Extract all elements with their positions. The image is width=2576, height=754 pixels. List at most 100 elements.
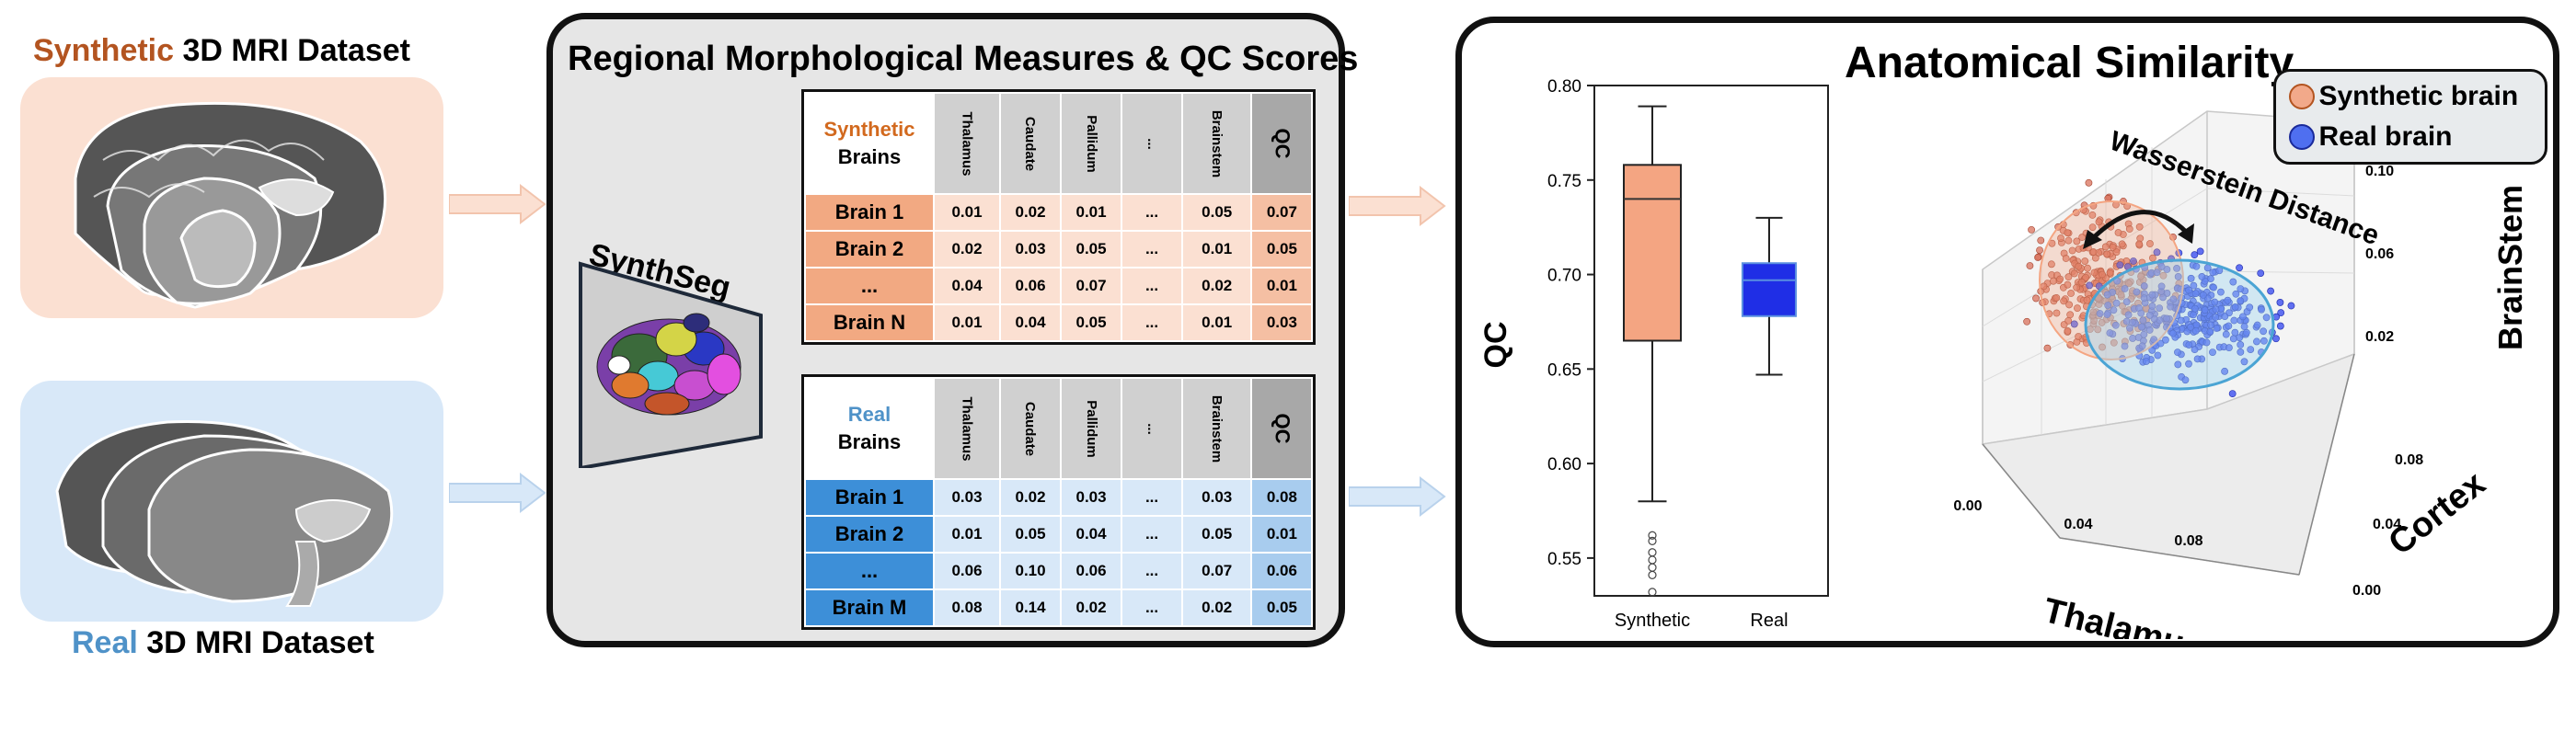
- synthetic-brain-slices-illustration: [74, 101, 387, 309]
- qc-cell: 0.05: [1250, 230, 1314, 268]
- table-cell: 0.01: [932, 193, 1002, 232]
- table-cell: 0.01: [1060, 193, 1123, 232]
- real-distribution-ellipse: [2084, 258, 2275, 391]
- real-point: [2207, 321, 2215, 329]
- row-label: Brain N: [804, 303, 935, 342]
- table-row: Brain 1 0.01 0.02 0.01 ... 0.05 0.07: [804, 193, 1314, 232]
- x-tick-label: 0.08: [2174, 533, 2202, 549]
- wasserstein-arrow: [2090, 210, 2189, 241]
- real-point: [2154, 351, 2162, 360]
- synthetic-point: [2065, 301, 2073, 309]
- table-header-cell: Synthetic Brains: [804, 92, 935, 195]
- synthetic-point: [2081, 257, 2089, 265]
- real-point: [2236, 264, 2243, 272]
- table-cell: ...: [1121, 552, 1184, 590]
- table-cell: 0.05: [1060, 230, 1123, 268]
- y-tick-label: 0.04: [2373, 517, 2401, 532]
- column-header: Thalamus: [932, 377, 1002, 480]
- synthetic-point: [2057, 234, 2064, 242]
- x-tick-label: Synthetic: [1615, 611, 1690, 631]
- synthetic-point: [2098, 319, 2106, 326]
- real-point: [2237, 285, 2245, 293]
- y-tick-label: 0.08: [2395, 452, 2423, 468]
- real-point: [2257, 269, 2265, 278]
- table-cell: 0.01: [932, 515, 1002, 554]
- morphology-panel: Regional Morphological Measures & QC Sco…: [546, 13, 1358, 647]
- synthetic-point: [2068, 246, 2076, 255]
- x-axis-label: Thalamus: [2040, 591, 2207, 639]
- synthetic-point: [2050, 277, 2057, 285]
- outlier-point: [1648, 548, 1657, 557]
- real-point-cloud: [2070, 247, 2295, 398]
- real-point: [2110, 306, 2118, 314]
- real-dataset-title: Real 3D MRI Dataset: [72, 625, 374, 661]
- table-cell: 0.05: [1181, 515, 1253, 554]
- y-tick-label: 0.75: [1547, 172, 1581, 191]
- table-kind-rest: Brains: [837, 430, 902, 453]
- real-point: [2225, 322, 2233, 330]
- synthetic-point: [2082, 273, 2089, 281]
- table-cell: 0.06: [1060, 552, 1123, 590]
- synthetic-point: [2073, 237, 2081, 246]
- table-cell: 0.06: [932, 552, 1002, 590]
- table-cell: 0.02: [932, 230, 1002, 268]
- real-point: [2209, 348, 2216, 357]
- synthetic-point: [2146, 240, 2154, 247]
- real-point: [2137, 323, 2145, 331]
- real-point: [2222, 330, 2230, 338]
- real-point: [2230, 316, 2238, 325]
- table-cell: ...: [1121, 515, 1184, 554]
- real-point: [2167, 303, 2174, 311]
- qc-cell: 0.01: [1250, 515, 1314, 554]
- real-to-similarity-arrow: [1348, 475, 1450, 521]
- x-tick-label: 0.04: [2064, 517, 2092, 532]
- table-cell: 0.05: [999, 515, 1063, 554]
- synthseg-segmentation-illustration: [579, 261, 763, 468]
- row-label: ...: [804, 552, 935, 590]
- table-row: Brain 1 0.03 0.02 0.03 ... 0.03 0.08: [804, 478, 1314, 517]
- legend-item-real: Real brain: [2289, 121, 2453, 153]
- real-point: [2122, 298, 2131, 306]
- qc-cell: 0.05: [1250, 588, 1314, 627]
- row-label: Brain 1: [804, 478, 935, 517]
- real-point: [2232, 290, 2240, 298]
- synthetic-point: [2090, 268, 2099, 277]
- real-point: [2070, 320, 2078, 328]
- real-point: [2212, 314, 2220, 321]
- real-point: [2191, 251, 2199, 259]
- column-header: Brainstem: [1181, 92, 1253, 195]
- real-point: [2177, 316, 2185, 325]
- real-point: [2145, 311, 2154, 319]
- table-header-cell: Real Brains: [804, 377, 935, 480]
- synthetic-point: [2118, 240, 2126, 248]
- real-point: [2191, 346, 2199, 354]
- synthetic-point: [2032, 294, 2040, 303]
- real-point: [2191, 290, 2200, 298]
- row-label: Brain M: [804, 588, 935, 627]
- real-point: [2121, 342, 2129, 350]
- real-point: [2287, 302, 2295, 310]
- table-cell: 0.05: [1060, 303, 1123, 342]
- real-point: [2240, 358, 2248, 366]
- synthetic-point: [2053, 309, 2061, 317]
- synthetic-point: [2064, 316, 2073, 325]
- real-point: [2198, 273, 2206, 280]
- 3d-axes-box: [1981, 110, 2356, 576]
- real-point: [2137, 309, 2145, 317]
- real-point: [2129, 335, 2136, 342]
- synthetic-point: [2037, 236, 2045, 245]
- synthetic-point: [2101, 243, 2110, 251]
- similarity-panel-title: Anatomical Similarity: [1845, 39, 2294, 87]
- real-point: [2276, 322, 2284, 330]
- synthetic-point: [2089, 248, 2098, 256]
- qc-cell: 0.03: [1250, 303, 1314, 342]
- column-header: Pallidum: [1060, 377, 1123, 480]
- real-point: [2193, 355, 2202, 363]
- dataset-title-rest: 3D MRI Dataset: [137, 625, 374, 660]
- synthetic-point: [2125, 225, 2133, 233]
- table-cell: ...: [1121, 303, 1184, 342]
- iqr-box: [1742, 262, 1797, 317]
- synthetic-point: [2070, 269, 2078, 278]
- qc-cell: 0.06: [1250, 552, 1314, 590]
- iqr-box: [1623, 164, 1682, 342]
